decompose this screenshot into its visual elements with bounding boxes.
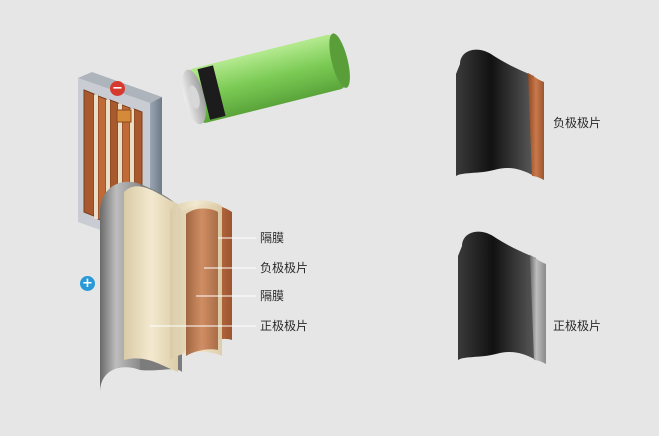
label-separator-1: 隔膜 [260, 231, 285, 245]
label-separator-2: 隔膜 [260, 289, 285, 303]
label-negative-1: 负极极片 [260, 261, 309, 275]
sheet-separator-outer [124, 186, 178, 372]
label-negative-2: 负极极片 [553, 116, 602, 130]
positive-electrode-sheet [458, 231, 546, 364]
leader-lines [150, 237, 256, 327]
electrode-stack-illustration [78, 72, 256, 392]
label-positive-1: 正极极片 [260, 319, 309, 333]
negative-electrode-sheet [456, 49, 544, 180]
positive-terminal-icon: + [80, 276, 95, 291]
negative-terminal-icon: − [110, 81, 125, 96]
label-positive-2: 正极极片 [553, 319, 602, 333]
sheet-separator-inner [170, 200, 222, 360]
cylindrical-cell-icon [182, 33, 350, 125]
